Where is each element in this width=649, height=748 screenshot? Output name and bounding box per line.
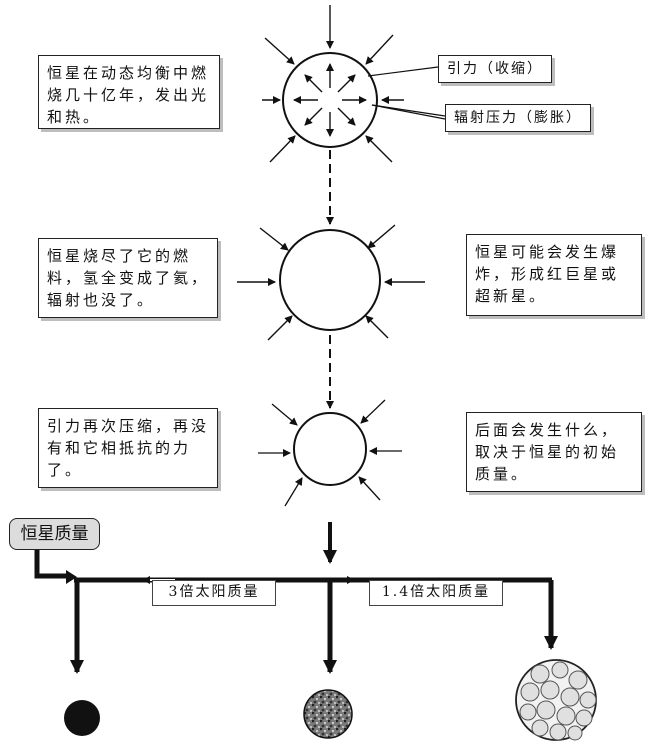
star-stage2	[237, 224, 425, 341]
stage2-right-description: 恒星可能会发生爆炸，形成红巨星或超新星。	[466, 234, 642, 316]
gravity-arrows	[262, 5, 404, 163]
stage1-description: 恒星在动态均衡中燃烧几十亿年，发出光和热。	[38, 55, 220, 129]
stage2-gravity-arrows	[237, 224, 425, 341]
stage3-gravity-arrows	[258, 399, 402, 507]
star-stage3	[258, 399, 402, 507]
mass-connector-head	[66, 570, 77, 584]
radiation-arrows	[293, 63, 367, 137]
stage3-right-description: 后面会发生什么，取决于恒星的初始质量。	[466, 412, 642, 492]
gravity-label: 引力（收缩）	[438, 55, 552, 83]
stage3-left-description: 引力再次压缩，再没有和它相抵抗的力了。	[38, 408, 218, 488]
star-mass-label: 恒星质量	[9, 518, 100, 550]
label-pointers	[367, 66, 446, 120]
star-stage1	[262, 5, 404, 163]
radiation-label: 辐射压力（膨胀）	[445, 104, 591, 132]
stage2-left-description: 恒星烧尽了它的燃料，氢全变成了氦，辐射也没了。	[38, 238, 218, 318]
neutron-star	[303, 689, 353, 739]
white-dwarf	[515, 659, 597, 741]
branch-right-label: 1.4倍太阳质量	[369, 580, 503, 606]
black-hole	[64, 700, 100, 736]
branch-right-arrowhead	[347, 576, 355, 584]
mass-connector	[34, 548, 68, 579]
branch-left-arrowhead	[142, 576, 150, 584]
branch-left-label: 3倍太阳质量	[152, 580, 276, 606]
